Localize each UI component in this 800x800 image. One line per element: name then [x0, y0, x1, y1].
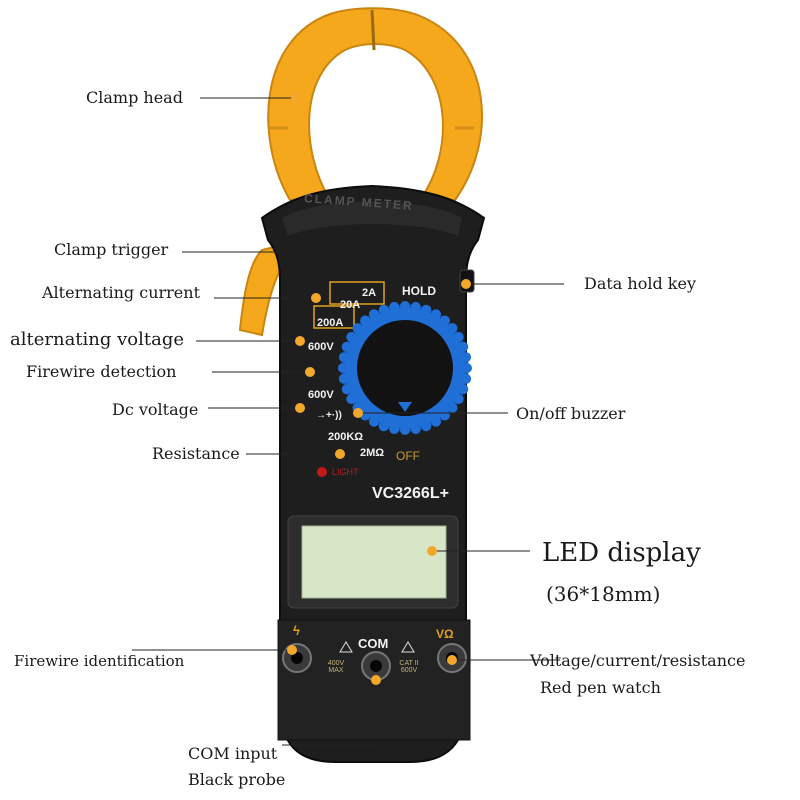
callout-dot [427, 546, 437, 556]
label-com-input: COM input [188, 744, 278, 763]
dial-tooth [421, 421, 432, 432]
label-red-pen-watch: Red pen watch [540, 678, 661, 697]
jack-right-mark: VΩ [436, 627, 454, 641]
leader-com-input [282, 680, 377, 746]
dial-tooth [352, 323, 363, 334]
dial-tooth [447, 323, 458, 334]
label-led-display: LED display [542, 538, 701, 568]
dial-tooth [431, 416, 441, 427]
bolt-icon: ϟ [293, 623, 300, 638]
dial-tooth [369, 416, 379, 427]
dial-tooth [439, 410, 450, 421]
label-firewire-detection: Firewire detection [26, 362, 177, 381]
callout-dot [353, 408, 363, 418]
dial-tooth [338, 363, 348, 373]
callout-dot [335, 449, 345, 459]
callout-dot [311, 293, 321, 303]
dial-tooth [389, 301, 400, 312]
dial-tooth [458, 341, 469, 352]
range-200k: 200KΩ [328, 431, 364, 443]
dial-tooth [461, 373, 472, 384]
range-600v-ac: 600V [308, 341, 334, 353]
callout-dot [295, 336, 305, 346]
label-led-size: (36*18mm) [546, 582, 661, 606]
dial-tooth [378, 421, 389, 432]
jack-mid-mark: CAT II 600V [399, 660, 419, 674]
dial-tooth [400, 301, 410, 311]
dial-tooth [338, 373, 349, 384]
jack-com [361, 651, 391, 681]
label-alternating-voltage: alternating voltage [10, 329, 185, 350]
clamp-split [370, 9, 376, 51]
dial-tooth [400, 425, 410, 435]
dial-tooth [461, 352, 472, 363]
dial-tooth [338, 352, 349, 363]
hold-label: HOLD [402, 284, 436, 298]
callout-dot [305, 367, 315, 377]
label-data-hold-key: Data hold key [584, 274, 697, 293]
light-label: LIGHT [332, 467, 359, 477]
dial-tooth [346, 332, 357, 342]
model-number: VC3266L+ [372, 485, 449, 502]
dial-tooth [439, 315, 450, 326]
label-clamp-trigger: Clamp trigger [54, 240, 169, 259]
dial-tooth [410, 424, 421, 435]
dial-tooth [389, 424, 400, 435]
buzzer-symbol-icon: →+·)) [316, 410, 342, 421]
dial-tooth [462, 363, 472, 373]
off-label: OFF [396, 449, 420, 463]
dial-tooth [341, 384, 352, 395]
label-voltage-current-resistance: Voltage/current/resistance [530, 651, 746, 670]
jack-left-mark: 400V MAX [327, 660, 345, 674]
label-firewire-identification: Firewire identification [14, 652, 185, 670]
light-led [317, 467, 327, 477]
range-600v-dc: 600V [308, 389, 334, 401]
clamp-jaw [267, 7, 483, 201]
dial-tooth [431, 309, 441, 320]
dial-tooth [378, 304, 389, 315]
dial-tooth [360, 315, 371, 326]
lcd-screen [301, 525, 447, 599]
dial-tooth [410, 301, 421, 312]
dial-tooth [447, 402, 458, 413]
dial-tooth [341, 341, 352, 352]
dial-tooth [369, 309, 379, 320]
clamp-trigger-lever [238, 243, 288, 337]
callout-dot [291, 93, 301, 103]
range-20a: 20A [340, 299, 361, 311]
callout-dot [371, 675, 381, 685]
label-clamp-head: Clamp head [86, 88, 183, 107]
callout-dot [295, 403, 305, 413]
com-label: COM [358, 636, 389, 651]
label-dc-voltage: Dc voltage [112, 400, 199, 419]
range-2a: 2A [362, 287, 377, 299]
callout-dot [447, 655, 457, 665]
dial-tooth [421, 304, 432, 315]
dial-tooth [453, 394, 464, 404]
callout-dot [461, 279, 471, 289]
range-2m: 2MΩ [360, 447, 385, 459]
dial-tooth [458, 384, 469, 395]
range-200a: 200A [317, 317, 344, 329]
label-black-probe: Black probe [188, 770, 286, 789]
callout-dot [287, 645, 297, 655]
label-alternating-current: Alternating current [42, 283, 201, 302]
jack-left [282, 643, 312, 673]
dial-tooth [346, 394, 357, 404]
label-onoff-buzzer: On/off buzzer [516, 404, 626, 423]
label-resistance: Resistance [152, 444, 240, 463]
dial-tooth [453, 332, 464, 342]
dial-knob [357, 320, 453, 416]
